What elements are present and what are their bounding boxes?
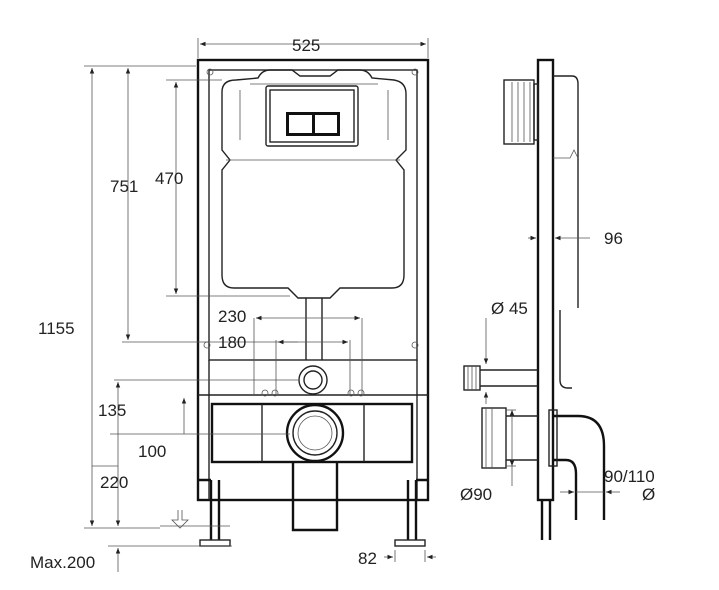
dim-230-label: 230 — [218, 307, 246, 326]
dim-135-label: 135 — [98, 401, 126, 420]
side-elbow-90-110 — [553, 414, 606, 520]
floor-arrow-icon — [171, 510, 189, 529]
dim-d90-label: Ø90 — [460, 485, 492, 504]
frame-inner-panel — [208, 69, 418, 361]
cistern-down-pipe — [305, 298, 323, 360]
dim-82-label: 82 — [358, 549, 377, 568]
flush-button-left — [289, 115, 312, 133]
dim-751-label: 751 — [110, 177, 138, 196]
dim-90-110-label: 90/110 — [604, 467, 655, 486]
cistern-outline — [221, 69, 407, 299]
front-view — [160, 58, 430, 547]
connector-45-outer — [298, 365, 328, 395]
dim-220-label: 220 — [100, 473, 128, 492]
fixing-holes — [261, 389, 365, 397]
side-view — [463, 58, 606, 540]
dim-90-110-diameter-symbol: Ø — [642, 485, 655, 504]
side-cistern-ledge — [553, 149, 579, 159]
dim-180-label: 180 — [218, 333, 246, 352]
flush-button-right — [315, 115, 337, 133]
lower-bracket-plate — [210, 402, 414, 464]
dim-470-label: 470 — [155, 169, 183, 188]
foot-right — [394, 539, 426, 547]
frame-outer — [196, 58, 430, 502]
side-cistern-back — [553, 75, 579, 308]
connector-45-inner — [303, 370, 323, 390]
dim-d45-label: Ø 45 — [491, 299, 528, 318]
flush-plate-frame — [265, 85, 359, 147]
dim-96-label: 96 — [604, 229, 623, 248]
outlet-90-outer — [285, 403, 345, 463]
front-dimensions — [84, 38, 436, 572]
side-leg — [540, 500, 552, 540]
frame-legs — [198, 478, 428, 547]
side-connector-pipe — [480, 369, 538, 387]
dim-525-label: 525 — [292, 36, 320, 55]
foot-left — [199, 539, 231, 547]
side-dimensions — [483, 235, 620, 495]
outlet-90-inner — [292, 410, 338, 456]
dim-1155-label: 1155 — [38, 319, 75, 338]
dim-max200-label: Max.200 — [30, 553, 95, 572]
side-frame-post — [536, 58, 555, 502]
outlet-elbow — [291, 462, 339, 532]
dim-100-label: 100 — [138, 442, 166, 461]
side-outlet-90 — [481, 407, 507, 469]
cistern-inner-line — [226, 83, 400, 161]
flush-plate-inner — [269, 89, 355, 143]
side-down-pipe — [559, 310, 572, 389]
side-flush-plate — [503, 79, 535, 145]
